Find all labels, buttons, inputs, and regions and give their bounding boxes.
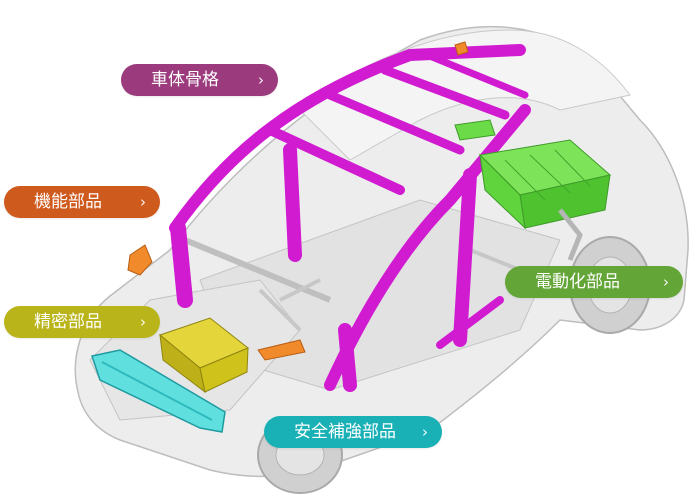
roof-cross-member-3 [380, 65, 510, 120]
function-bracket-3 [454, 41, 469, 56]
precision-block-side [199, 347, 249, 393]
chevron-right-icon: › [140, 313, 146, 331]
roof-cross-member-1 [265, 125, 405, 195]
chassis-frame [169, 44, 531, 392]
category-label-electrification: 電動化部品 [535, 272, 620, 292]
b-pillar-right [338, 323, 357, 392]
category-button-function[interactable]: 機能部品 › [4, 186, 160, 218]
chevron-right-icon: › [140, 193, 146, 211]
battery-cell-line [504, 149, 591, 201]
steering-rack [183, 237, 332, 303]
front-bumper-beam [91, 349, 226, 433]
function-bracket-2 [257, 339, 306, 361]
category-button-electrification[interactable]: 電動化部品 › [505, 266, 683, 298]
chevron-right-icon: › [663, 273, 669, 291]
category-label-safety: 安全補強部品 [294, 422, 396, 442]
suspension-parts [258, 248, 521, 332]
chevron-right-icon: › [258, 71, 264, 89]
category-button-chassis[interactable]: 車体骨格 › [121, 64, 278, 96]
c-pillar [453, 168, 477, 347]
category-label-function: 機能部品 [34, 192, 102, 212]
battery-front [479, 153, 526, 230]
category-label-chassis: 車体骨格 [151, 70, 219, 90]
roof-cross-member-2 [325, 90, 465, 155]
a-pillar [170, 220, 193, 308]
roof-cross-member-4 [416, 48, 529, 99]
function-bracket-1 [127, 244, 153, 276]
rear-suspension-arm [558, 208, 583, 261]
category-button-safety[interactable]: 安全補強部品 › [264, 416, 442, 448]
category-button-precision[interactable]: 精密部品 › [4, 306, 160, 338]
battery-small-block [454, 119, 496, 141]
category-label-precision: 精密部品 [34, 312, 102, 332]
function-brackets [127, 41, 469, 361]
chevron-right-icon: › [422, 423, 428, 441]
precision-block [158, 317, 249, 394]
battery-pack [454, 119, 612, 230]
b-pillar [283, 143, 302, 262]
roof-rail-left [169, 44, 526, 234]
bumper-beam-ridge [101, 361, 213, 421]
side-sill [436, 296, 504, 349]
